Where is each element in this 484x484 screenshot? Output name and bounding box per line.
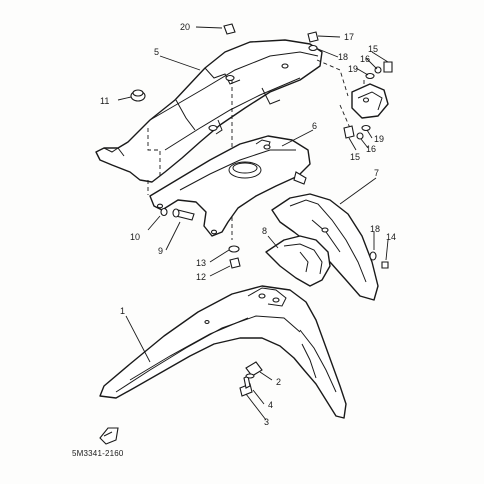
callout-3: 3 xyxy=(264,417,269,427)
callout-15-lower: 15 xyxy=(350,152,360,162)
callout-7: 7 xyxy=(374,168,379,178)
front-fender-part-1 xyxy=(99,285,347,419)
callout-13: 13 xyxy=(196,258,206,268)
callout-labels: 1 2 3 4 5 6 7 8 9 10 11 12 13 14 15 15 1… xyxy=(100,22,396,427)
clip-part-unlabeled xyxy=(99,427,119,445)
bolt-part-17 xyxy=(307,31,319,43)
washer-part-16b xyxy=(356,132,364,140)
grommet-part-11 xyxy=(130,89,146,102)
callout-5: 5 xyxy=(154,47,159,57)
callout-8: 8 xyxy=(262,226,267,236)
callout-2: 2 xyxy=(276,377,281,387)
rear-fender-part-5 xyxy=(95,39,323,183)
callout-12: 12 xyxy=(196,272,206,282)
nut-part-12 xyxy=(229,257,241,269)
callout-1: 1 xyxy=(120,306,125,316)
collar-part-13 xyxy=(228,245,240,253)
bracket-plate-part-6 xyxy=(149,135,311,237)
callout-18-top: 18 xyxy=(338,52,348,62)
washer-part-10 xyxy=(160,207,168,217)
screw-part-14 xyxy=(381,261,389,269)
callout-16-top: 16 xyxy=(360,54,370,64)
bracket-part-unlabeled xyxy=(351,83,389,119)
callout-4: 4 xyxy=(268,400,273,410)
bolt-part-9 xyxy=(172,208,195,221)
callout-6: 6 xyxy=(312,121,317,131)
callout-10: 10 xyxy=(130,232,140,242)
callout-18-right: 18 xyxy=(370,224,380,234)
callout-19-top: 19 xyxy=(348,64,358,74)
bolt-part-15b xyxy=(343,125,355,139)
callout-15-top: 15 xyxy=(368,44,378,54)
leader-lines xyxy=(117,26,389,421)
bolt-part-3 xyxy=(239,375,253,397)
callout-17: 17 xyxy=(344,32,354,42)
collar-part-19b xyxy=(361,124,371,132)
washer-part-4 xyxy=(245,373,255,379)
collar-part-2 xyxy=(245,361,263,377)
callout-20: 20 xyxy=(180,22,190,32)
nut-part-20 xyxy=(223,23,236,35)
small-flap-part-8 xyxy=(265,235,331,287)
callout-11: 11 xyxy=(100,96,109,106)
washer-part-18a xyxy=(308,44,318,52)
callout-16-lower: 16 xyxy=(366,144,376,154)
washer-part-18b xyxy=(369,251,377,261)
diagram-reference-code: 5M3341-2160 xyxy=(72,449,124,458)
bolt-part-15a xyxy=(383,61,393,73)
callout-19-lower: 19 xyxy=(374,134,384,144)
callout-14: 14 xyxy=(386,232,396,242)
callout-9: 9 xyxy=(158,246,163,256)
